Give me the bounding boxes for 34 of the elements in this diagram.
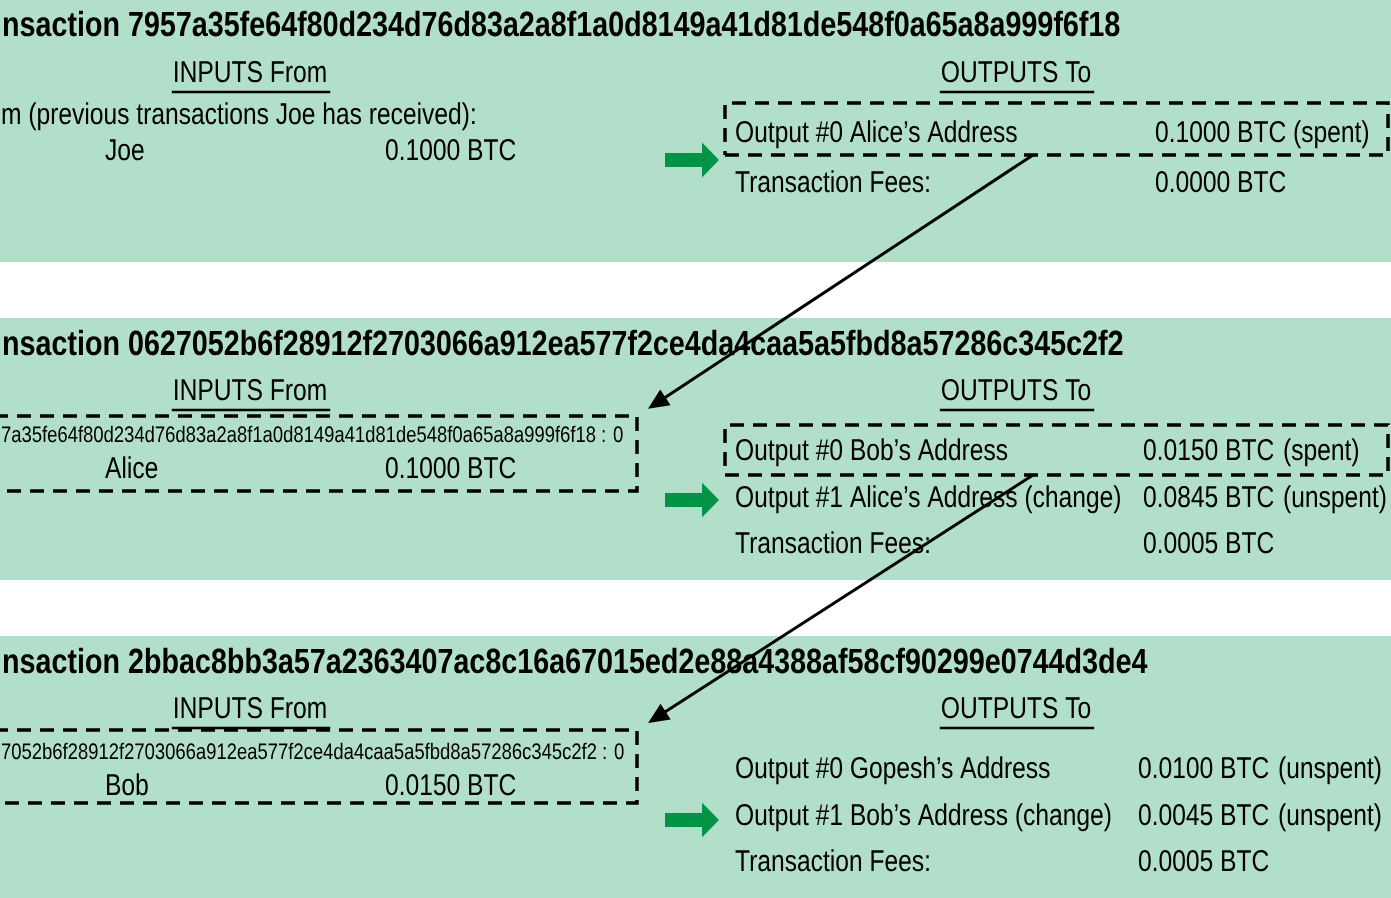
fee-label: Transaction Fees: — [735, 170, 929, 193]
input-box: 7a35fe64f80d234d76d83a2a8f1a0d8149a41d81de548f0a65a8a999f6f18 : 0 Alice 0.1000 BTC — [0, 414, 639, 493]
btc-amount: 0.0845 BTC — [1143, 486, 1274, 508]
output-row: Output #0 Alice’s Address 0.1000 BTC (spent) — [723, 101, 1390, 157]
fee-label: Transaction Fees: — [735, 531, 929, 554]
transaction-title: nsaction 7957a35fe64f80d234d76d83a2a8f1a0d8149a41d81de548f0a65a8a999f6f18 — [3, 10, 1120, 37]
spend-status: (unspent) — [1279, 756, 1381, 785]
node-label: Bob — [107, 773, 148, 796]
btc-amount: 0.1000 BTC — [385, 139, 516, 161]
node-label: 7a35fe64f80d234d76d83a2a8f1a0d8149a41d81de548f0a65a8a999f6f18 : 0 — [1, 425, 623, 443]
input-note: m (previous transactions Joe has received): — [2, 102, 475, 131]
output-label: Output #0 Gopesh’s Address — [736, 756, 1050, 785]
btc-amount: 0.0045 BTC — [1138, 804, 1269, 826]
output-row: Output #0 Bob’s Address 0.0150 BTC (spent) — [723, 423, 1390, 477]
node-label: Alice — [105, 456, 158, 479]
sender-name: Joe — [105, 139, 144, 161]
column-heading: OUTPUTS To — [939, 697, 1095, 730]
node-label: 0.1000 BTC — [385, 457, 516, 479]
btc-amount: 0.0005 BTC — [1138, 850, 1269, 872]
column-heading: INPUTS From — [171, 697, 331, 730]
column-heading: OUTPUTS To — [939, 61, 1095, 94]
fee-label: Transaction Fees: — [735, 849, 929, 872]
column-heading: OUTPUTS To — [939, 379, 1095, 412]
node-label: 7052b6f28912f2703066a912ea577f2ce4da4caa5a5fbd8a57286c345c2f2 : 0 — [1, 742, 624, 760]
spend-status: (unspent) — [1279, 803, 1381, 832]
column-heading: INPUTS From — [171, 61, 331, 94]
btc-amount: 0.0005 BTC — [1143, 532, 1274, 554]
btc-amount: 0.0000 BTC — [1155, 171, 1286, 193]
output-label: Output #1 Bob’s Address (change) — [736, 803, 1111, 832]
btc-amount: 0.0100 BTC — [1138, 757, 1269, 779]
column-heading: INPUTS From — [171, 379, 331, 412]
node-label: 0.0150 BTC — [385, 774, 516, 796]
spend-status: (unspent) — [1284, 485, 1386, 514]
input-box: 7052b6f28912f2703066a912ea577f2ce4da4caa5a5fbd8a57286c345c2f2 : 0 Bob 0.0150 BTC — [0, 728, 639, 805]
